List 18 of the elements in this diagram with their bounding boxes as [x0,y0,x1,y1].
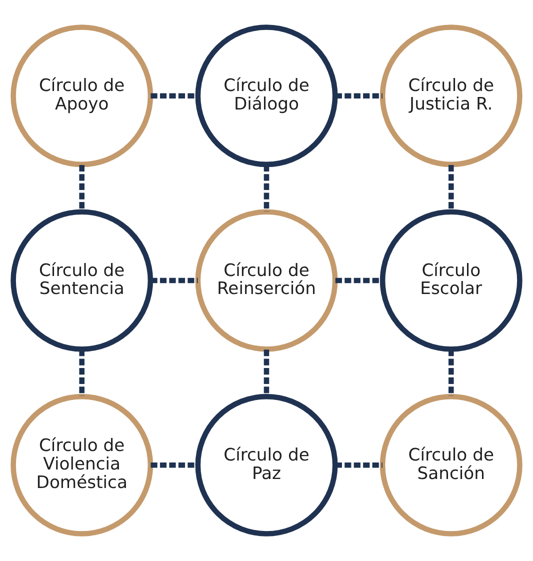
node-circle: Círculo de Diálogo [195,24,338,168]
connector [150,278,198,284]
node-circle: Círculo de Reinserción [195,209,338,352]
node-circle: Círculo de Apoyo [10,24,154,168]
node-circle: Círculo Escolar [380,209,522,352]
connector [448,164,454,212]
node-circle: Círculo de Sanción [380,394,522,536]
connector [264,164,270,212]
connector [79,164,84,212]
connector [264,350,270,396]
connector [335,93,382,98]
node-circle: Círculo de Paz [195,394,338,536]
connector [448,350,454,396]
node-circle: Círculo de Sentencia [10,209,154,352]
connector [335,462,382,468]
connector [79,350,84,396]
node-circle: Círculo de Violencia Doméstica [10,394,154,536]
node-circle: Círculo de Justicia R. [380,24,522,168]
